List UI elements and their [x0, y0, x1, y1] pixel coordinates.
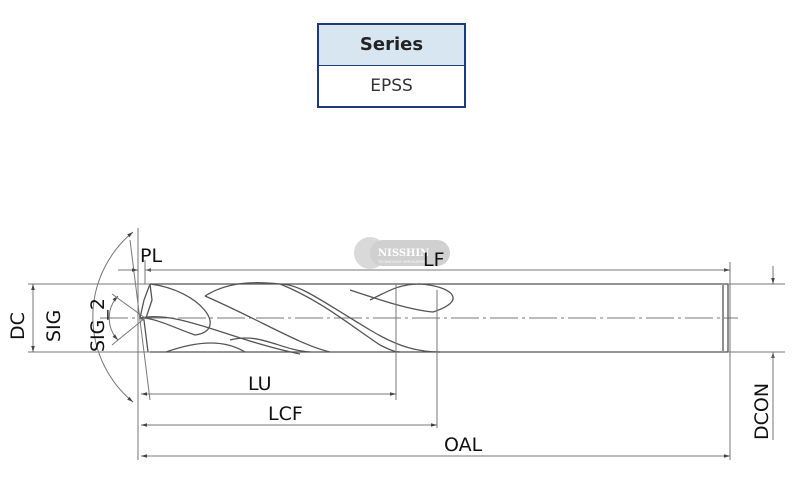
lcf-label: LCF	[268, 403, 303, 425]
series-header: Series	[319, 25, 464, 66]
pl-label: PL	[140, 245, 162, 267]
series-table: Series EPSS	[317, 23, 466, 108]
lu-label: LU	[248, 373, 272, 395]
dcon-label: DCON	[751, 383, 773, 440]
watermark-tagline: TECHNOLOGY APPLICATION	[377, 260, 426, 264]
dc-label: DC	[7, 312, 29, 340]
drill-body	[139, 282, 729, 355]
series-value: EPSS	[319, 66, 464, 106]
watermark-brand: NISSHIN	[378, 248, 429, 259]
nisshin-watermark: NISSHIN TECHNOLOGY APPLICATION	[354, 237, 450, 269]
oal-label: OAL	[444, 434, 483, 456]
sig-label: SIG	[43, 310, 65, 342]
lf-label: LF	[423, 249, 445, 271]
sig2-label: SIG_2	[87, 298, 109, 352]
